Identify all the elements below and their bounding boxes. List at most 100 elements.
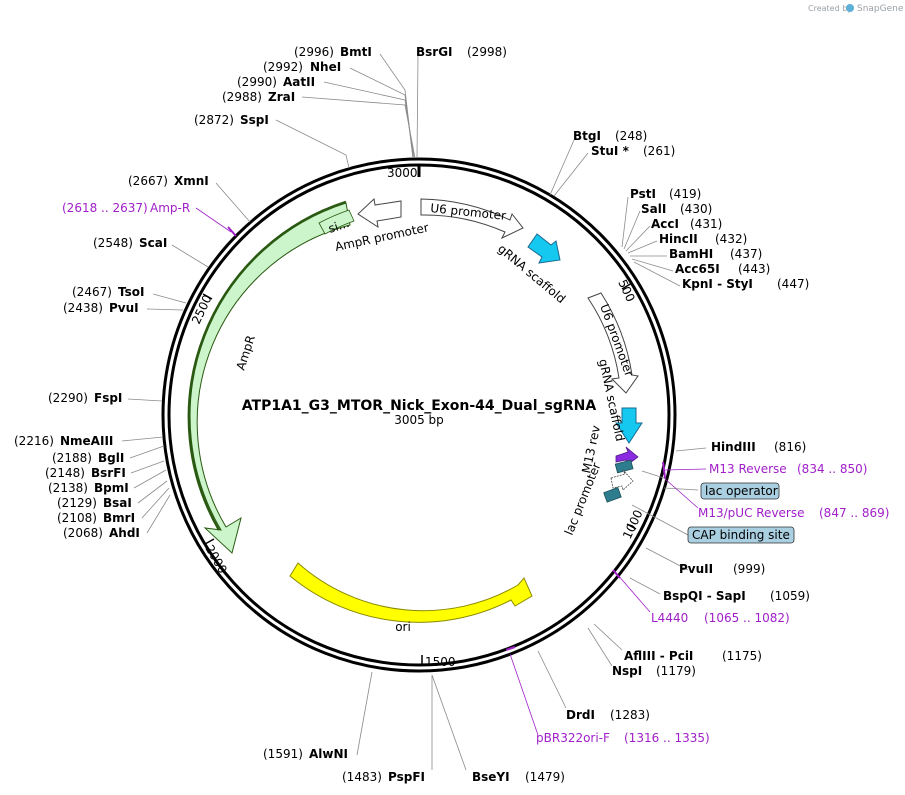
site-bspqi-sapi-pos: (1059) xyxy=(770,589,810,603)
primer-m13-reverse-name: M13 Reverse xyxy=(709,462,787,476)
signal-sequence-label: si... xyxy=(327,216,351,236)
primer-ampr-range: (2618 .. 2637) xyxy=(62,201,148,215)
site-kpni-styi-name: KpnI - StyI xyxy=(682,277,753,291)
site-hincii-name: HincII xyxy=(659,232,698,246)
site-nspi-name: NspI xyxy=(612,664,642,678)
ampr-outline xyxy=(187,200,347,531)
ampr-promoter-arrow xyxy=(357,197,402,229)
site-stui-pos: (261) xyxy=(643,144,675,158)
site-bpmi-name: BpmI xyxy=(94,481,129,495)
lac-operator-box xyxy=(700,482,780,500)
site-pspfi-name: PspFI xyxy=(388,770,425,784)
site-ahdi-name: AhdI xyxy=(109,526,140,540)
site-pvui-pos: (2438) xyxy=(63,301,103,315)
lac-operator-box-label: lac operator xyxy=(705,484,778,498)
site-pvui-name: PvuI xyxy=(109,301,139,315)
site-nhei-name: NheI xyxy=(310,60,341,74)
site-zrai-name: ZraI xyxy=(268,90,295,104)
site-aatii-name: AatII xyxy=(283,75,315,89)
site-pvuii-name: PvuII xyxy=(679,562,713,576)
primer-l4440-range: (1065 .. 1082) xyxy=(704,611,790,625)
site-xmni-name: XmnI xyxy=(174,174,209,188)
snapgene-logo-icon xyxy=(846,4,854,12)
site-bpmi-pos: (2138) xyxy=(48,481,88,495)
site-alwni-pos: (1591) xyxy=(263,747,303,761)
site-bmri-name: BmrI xyxy=(103,511,135,525)
site-hincii-pos: (432) xyxy=(715,232,747,246)
site-acci-name: AccI xyxy=(651,217,679,231)
credit-brand: SnapGene xyxy=(857,4,904,14)
site-bmti-name: BmtI xyxy=(340,45,372,59)
site-btgi-pos: (248) xyxy=(615,129,647,143)
site-bamhi-pos: (437) xyxy=(730,247,762,261)
plasmid-name: ATP1A1_G3_MTOR_Nick_Exon-44_Dual_sgRNA xyxy=(242,398,597,414)
credit-prefix: Created by xyxy=(808,4,852,13)
site-nmeaiii-name: NmeAIII xyxy=(60,434,113,448)
site-scai-name: ScaI xyxy=(139,236,167,250)
site-bsrfi-name: BsrFI xyxy=(91,466,126,480)
site-bsai-name: BsaI xyxy=(103,496,132,510)
primer-l4440-name: L4440 xyxy=(651,611,688,625)
tick-label-1500: 1500 xyxy=(425,655,456,669)
site-bmti-pos: (2996) xyxy=(294,45,334,59)
site-bseyi-pos: (1479) xyxy=(525,770,565,784)
site-bsrgi-name: BsrGI xyxy=(416,45,453,59)
primer-m13-reverse-range: (834 .. 850) xyxy=(797,462,867,476)
site-afliii-pcii-name: AflIII - PciI xyxy=(624,649,693,663)
site-pvuii-pos: (999) xyxy=(733,562,765,576)
site-nmeaiii-pos: (2216) xyxy=(14,434,54,448)
site-stui-name: StuI * xyxy=(591,144,630,158)
site-nspi-pos: (1179) xyxy=(656,664,696,678)
site-pspfi-pos: (1483) xyxy=(342,770,382,784)
lac-promoter-feature xyxy=(610,469,634,491)
cap-binding-site-box xyxy=(687,526,795,544)
site-fspi-name: FspI xyxy=(94,391,122,405)
tick-marks xyxy=(202,282,637,665)
site-hindiii-pos: (816) xyxy=(774,440,806,454)
site-btgi-name: BtgI xyxy=(573,129,601,143)
site-sali-name: SalI xyxy=(641,202,666,216)
grna-scaffold-1-arrow xyxy=(527,233,561,264)
site-bsai-pos: (2129) xyxy=(57,496,97,510)
site-zrai-pos: (2988) xyxy=(222,90,262,104)
site-psti-name: PstI xyxy=(630,187,656,201)
m13-rev-feature xyxy=(615,446,639,466)
site-nhei-pos: (2992) xyxy=(263,60,303,74)
site-sali-pos: (430) xyxy=(680,202,712,216)
ampr-feature-arrow xyxy=(189,202,351,554)
primer-m13-puc-reverse-name: M13/pUC Reverse xyxy=(698,506,805,520)
site-sspi-name: SspI xyxy=(240,113,269,127)
primer-pbr322ori-f-name: pBR322ori-F xyxy=(536,731,610,745)
site-alwni-name: AlwNI xyxy=(309,747,348,761)
tick-label-1000: 1000 xyxy=(620,508,646,542)
site-leader-lines xyxy=(121,53,707,771)
primer-leader-lines xyxy=(195,207,707,736)
site-bgli-name: BglI xyxy=(98,451,124,465)
site-tsoi-pos: (2467) xyxy=(72,285,112,299)
signal-sequence-feature xyxy=(318,209,355,235)
lac-operator-feature xyxy=(614,459,634,474)
site-bamhi-name: BamHI xyxy=(669,247,713,261)
site-bsrfi-pos: (2148) xyxy=(45,466,85,480)
site-psti-pos: (419) xyxy=(669,187,701,201)
u6-promoter-1-arrow xyxy=(420,198,524,240)
backbone-outer xyxy=(161,157,677,673)
site-scai-pos: (2548) xyxy=(93,236,133,250)
site-aatii-pos: (2990) xyxy=(237,75,277,89)
site-kpni-styi-pos: (447) xyxy=(777,277,809,291)
grna-scaffold-2-arrow xyxy=(615,407,643,444)
site-bgli-pos: (2188) xyxy=(52,451,92,465)
tick-label-3000: 3000 xyxy=(387,166,418,180)
site-acci-pos: (431) xyxy=(690,217,722,231)
site-bseyi-name: BseYI xyxy=(472,770,510,784)
ampr-label: AmpR xyxy=(234,333,258,371)
tick-label-500: 500 xyxy=(615,277,637,304)
site-tsoi-name: TsoI xyxy=(118,285,144,299)
site-acc65i-name: Acc65I xyxy=(675,262,720,276)
site-afliii-pcii-pos: (1175) xyxy=(722,649,762,663)
site-bmri-pos: (2108) xyxy=(57,511,97,525)
site-sspi-pos: (2872) xyxy=(194,113,234,127)
site-fspi-pos: (2290) xyxy=(48,391,88,405)
ori-feature-arrow xyxy=(289,562,533,623)
